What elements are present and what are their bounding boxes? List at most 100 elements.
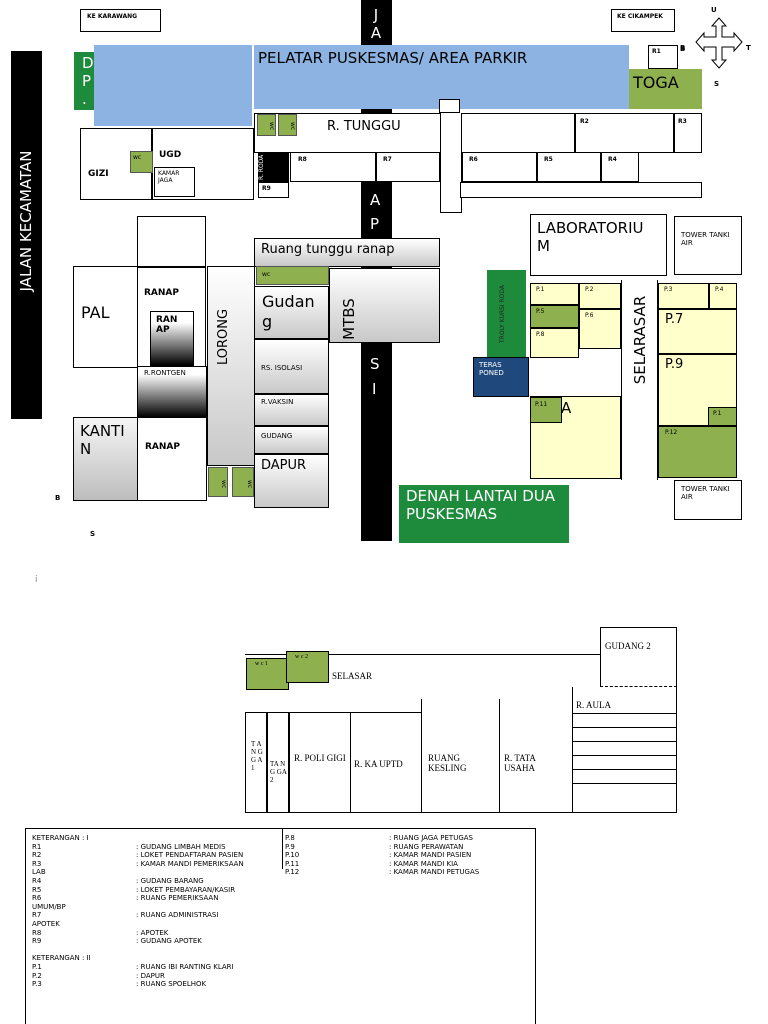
legend-key: R8 — [32, 928, 42, 937]
room-gudang: Gudan g — [254, 286, 329, 339]
room-r-roda: R. RODA — [258, 152, 289, 182]
wc-1: w c 1 — [246, 658, 289, 690]
road-kecamatan-label: JALAN KECAMATAN — [17, 150, 35, 292]
stray-mark: i — [35, 575, 38, 585]
room-isolasi: RS. ISOLASI — [254, 339, 329, 394]
legend-value: : APOTEK — [136, 928, 169, 937]
road-letter: S — [370, 355, 380, 373]
room-p1-b: P.1 — [708, 407, 737, 426]
legend-value: : GUDANG LIMBAH MEDIS — [136, 842, 226, 851]
legend-value: : RUANG PERAWATAN — [389, 842, 464, 851]
corridor-selarasar: SELARASAR — [621, 280, 658, 480]
room-rontgen: R.RONTGEN — [137, 366, 207, 418]
road-letter: A — [370, 191, 381, 209]
legend-key: LAB — [32, 868, 46, 877]
tower-tanki-air: TOWER TANKI AIR — [674, 216, 742, 275]
room-gudang-small: GUDANG — [254, 426, 329, 454]
room-p6: P.6 — [579, 309, 621, 349]
room-r9: R9 — [258, 182, 289, 198]
floor2-stair — [572, 741, 677, 742]
room-aula: R. AULA — [572, 687, 677, 813]
floor2-stair — [572, 727, 677, 728]
room-ranap-2: RAN AP — [150, 311, 194, 366]
legend-row: R7: RUANG ADMINISTRASI — [32, 911, 282, 920]
floor2-stair — [572, 783, 677, 784]
legend-row: R1 : GUDANG LIMBAH MEDIS — [32, 843, 282, 852]
tower-tanki-air-2: TOWER TANKI AIR — [674, 480, 742, 520]
room-vaksin: R.VAKSIN — [254, 394, 329, 426]
room-p12: P.12 — [658, 426, 737, 478]
corridor — [460, 182, 702, 198]
legend-key: P.12 — [285, 868, 300, 877]
label-b-bottom: B — [55, 494, 61, 502]
tangga-1: T A N G G A 1 — [245, 712, 267, 813]
room-p2: P.2 — [579, 283, 621, 309]
room-kesling: RUANG KESLING — [421, 699, 500, 813]
room-r6: R6 — [462, 152, 537, 182]
toga-garden: TOGA — [629, 69, 702, 109]
room-ka-uptd: R. KA UPTD — [350, 712, 422, 813]
gate-post — [439, 99, 460, 113]
compass-south: S — [714, 80, 720, 88]
legend-key: R1 — [32, 842, 42, 851]
legend-key: P.9 — [285, 842, 295, 851]
compass-west: B — [680, 44, 686, 52]
legend-row: R6: RUANG PEMERIKSAAN — [32, 894, 282, 903]
wc-room: wc — [130, 151, 153, 173]
room-top — [137, 216, 206, 267]
legend-key: R7 — [32, 911, 42, 920]
room-gizi: GIZI — [80, 128, 152, 200]
legend-row: P.11 : KAMAR MANDI KIA — [285, 860, 535, 869]
compass-east: T — [746, 44, 751, 52]
room-p5: P.5 — [530, 305, 579, 328]
room-mtbs: MTBS — [329, 268, 440, 343]
legend-value: : LOKET PENDAFTARAN PASIEN — [136, 851, 244, 860]
mtbs-label: MTBS — [340, 298, 358, 340]
selarasar-label: SELARASAR — [631, 295, 649, 385]
corridor-lorong: LORONG — [207, 266, 255, 466]
room-p8: P.8 — [530, 328, 579, 358]
compass-icon: U S B T — [680, 6, 758, 88]
legend-key: R2 — [32, 851, 42, 860]
lorong-label: LORONG — [216, 308, 231, 366]
title-denah-lantai-dua: DENAH LANTAI DUA PUSKESMAS — [399, 485, 569, 543]
floor2-wall — [245, 654, 677, 655]
room-kantin: KANTI N — [73, 417, 138, 501]
label-b: B — [680, 45, 686, 53]
dp-area: D P . — [74, 52, 94, 110]
legend-value: : RUANG JAGA PETUGAS — [389, 834, 473, 842]
room-p4: P.4 — [709, 283, 737, 309]
legend-key: P.11 — [285, 859, 300, 868]
legend-divider — [282, 829, 283, 869]
road-letter: I — [372, 380, 377, 398]
legend-row: KETERANGAN : I — [32, 834, 282, 843]
legend-key: R9 — [32, 937, 42, 946]
legend-row: P.2: DAPUR — [32, 972, 282, 981]
floor2-stair — [572, 713, 677, 714]
room-r1: R1 — [648, 45, 678, 69]
road-label-cikampek: KE CIKAMPEK — [611, 9, 675, 32]
legend-value: : RUANG IBI RANTING KLARI — [136, 962, 234, 971]
wc-room: wc — [208, 467, 228, 497]
room-a: A — [530, 396, 621, 479]
legend-row: LAB — [32, 868, 282, 877]
legend-row: R3: KAMAR MANDI PEMERIKSAAN — [32, 860, 282, 869]
tangga-2: TA N G GA 2 — [267, 712, 289, 813]
road-kecamatan: JALAN KECAMATAN — [11, 51, 42, 419]
legend-value: : KAMAR MANDI PEMERIKSAAN — [136, 859, 244, 868]
room-gudang-2: GUDANG 2 — [600, 627, 677, 687]
legend-row: R9: GUDANG APOTEK — [32, 937, 282, 946]
room-p11: P.11 — [530, 397, 562, 423]
room-poli-gigi: R. POLI GIGI — [289, 712, 351, 813]
selasar-label: SELASAR — [332, 671, 373, 681]
legend-key: UMUM/BP — [32, 902, 66, 911]
troly-kursi-roda: TROLY KURSI RODA — [487, 270, 526, 358]
legend-row: KETERANGAN : II — [32, 954, 282, 963]
road-label-karawang: KE KARAWANG — [80, 9, 161, 32]
legend-value: : DAPUR — [136, 971, 165, 980]
floor2-stair — [572, 755, 677, 756]
legend-value: : KAMAR MANDI KIA — [389, 859, 458, 868]
